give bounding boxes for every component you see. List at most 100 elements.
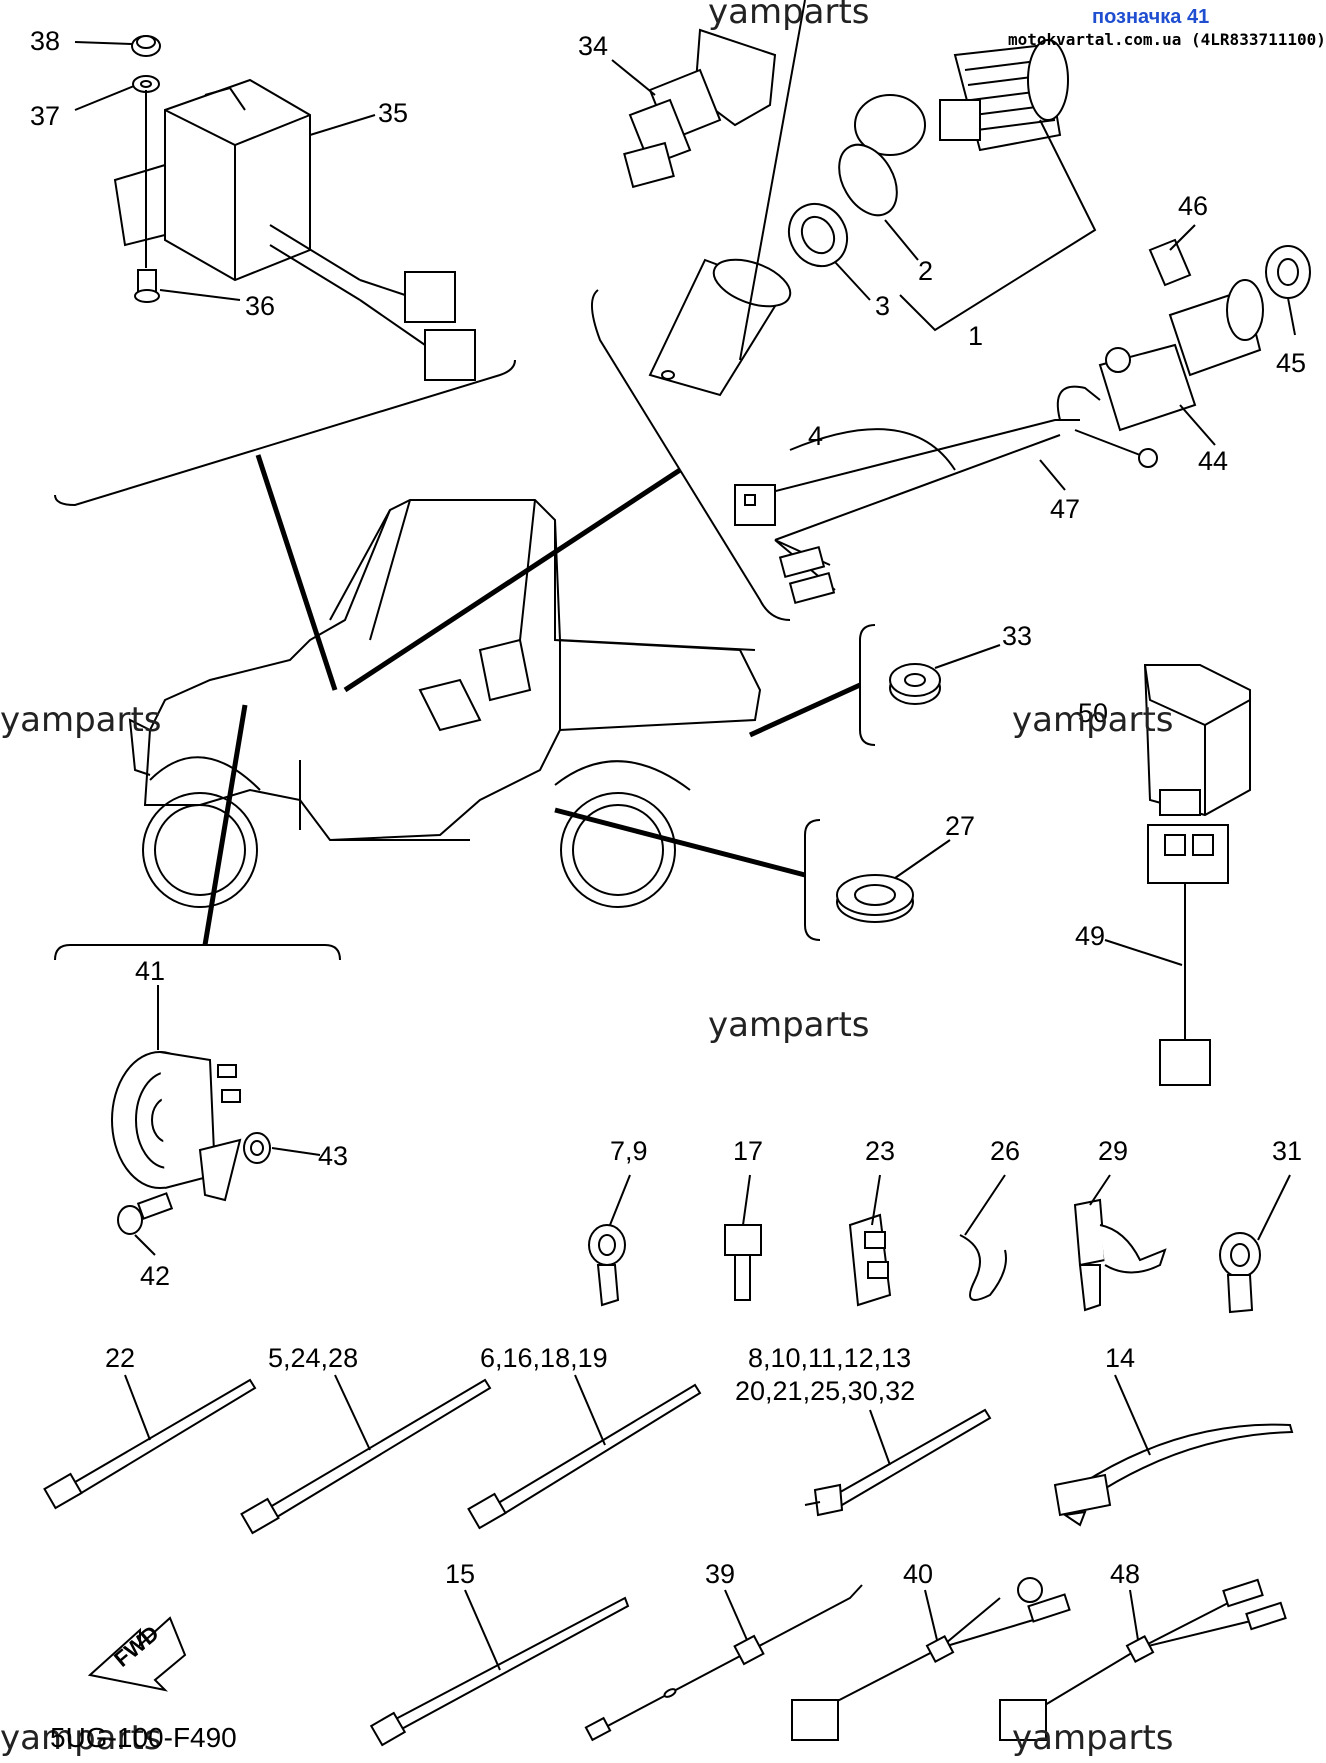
label-38: 38 — [30, 26, 60, 56]
part-15-tie — [369, 1596, 630, 1747]
part-4-boot — [648, 258, 792, 397]
part-23-holder — [848, 1213, 892, 1307]
leader-34 — [611, 59, 656, 96]
label-35: 35 — [378, 98, 408, 128]
label-14: 14 — [1105, 1343, 1135, 1373]
watermark: yamparts — [708, 0, 870, 32]
part-50-relay — [1143, 664, 1251, 817]
part-6-16-18-19-tie — [467, 1383, 702, 1530]
part-40-lead — [791, 1577, 1071, 1741]
leader-44 — [1179, 404, 1216, 446]
part-41-horn — [111, 1051, 242, 1202]
leader-39 — [724, 1589, 748, 1641]
part-5-24-28-tie — [240, 1378, 492, 1535]
label-33: 33 — [1002, 621, 1032, 651]
leader-7-9 — [609, 1174, 631, 1226]
bracket-top-left — [54, 359, 516, 507]
leader-35 — [309, 114, 376, 136]
part-17-clip — [724, 1224, 762, 1301]
label-41: 41 — [135, 956, 165, 986]
label-40: 40 — [903, 1559, 933, 1589]
leader-17 — [742, 1174, 751, 1226]
bracket-27 — [804, 819, 821, 941]
label-3: 3 — [875, 291, 890, 321]
label-27: 27 — [945, 811, 975, 841]
leader-5-24-28 — [334, 1374, 371, 1451]
leader-31 — [1257, 1174, 1291, 1241]
label-23: 23 — [865, 1136, 895, 1166]
label-6-16-18-19: 6,16,18,19 — [480, 1343, 608, 1373]
leader-27-to-vehicle — [554, 807, 806, 878]
label-4: 4 — [808, 421, 823, 451]
watermark: yamparts — [0, 700, 162, 740]
header-badge: позначка 41 — [1092, 6, 1210, 28]
bracket-41 — [54, 944, 341, 961]
diagram-code: 5UG-100-F490 — [50, 1722, 237, 1753]
part-7-9-clamp — [588, 1224, 626, 1307]
label-5-24-28: 5,24,28 — [268, 1343, 358, 1373]
leader-47 — [1039, 459, 1066, 491]
leader-3 — [834, 261, 871, 301]
part-39-lead — [584, 1584, 863, 1742]
leader-42 — [134, 1234, 156, 1256]
label-37: 37 — [30, 101, 60, 131]
part-1-socket — [939, 39, 1069, 152]
label-17: 17 — [733, 1136, 763, 1166]
label-49: 49 — [1075, 921, 1105, 951]
part-46-label — [1148, 238, 1192, 287]
leader-41-to-vehicle — [202, 704, 248, 946]
leader-14 — [1114, 1374, 1151, 1456]
label-2: 2 — [918, 256, 933, 286]
label-15: 15 — [445, 1559, 475, 1589]
label-26: 26 — [990, 1136, 1020, 1166]
part-44-switch — [1098, 279, 1264, 432]
bracket-33 — [859, 624, 876, 746]
label-47: 47 — [1050, 494, 1080, 524]
part-29-clamp — [1073, 1198, 1167, 1312]
part-3-nut — [787, 202, 849, 268]
leader-38 — [74, 41, 133, 45]
part-8-tie — [804, 1408, 992, 1517]
leader-33-to-vehicle — [748, 682, 862, 738]
label-50: 50 — [1078, 698, 1108, 728]
part-22-tie — [43, 1378, 257, 1510]
leader-4 — [739, 0, 806, 361]
leader-27 — [894, 839, 951, 879]
leader-49 — [1104, 939, 1183, 966]
leader-29 — [1089, 1174, 1111, 1206]
part-34-switch — [623, 28, 777, 189]
part-43-nut — [243, 1132, 271, 1164]
part-48-lead — [999, 1578, 1287, 1741]
part-33-grommet — [889, 663, 941, 705]
label-43: 43 — [318, 1141, 348, 1171]
label-34: 34 — [578, 31, 608, 61]
leader-1 — [899, 119, 1097, 332]
label-42: 42 — [140, 1261, 170, 1291]
leader-40 — [924, 1589, 938, 1641]
leader-15 — [464, 1589, 501, 1671]
label-31: 31 — [1272, 1136, 1302, 1166]
part-42-bolt — [117, 1192, 174, 1235]
leader-35-to-vehicle — [255, 454, 338, 691]
part-47-harness — [734, 385, 1158, 605]
leader-33 — [934, 644, 1001, 669]
leader-26 — [964, 1174, 1006, 1236]
watermark: yamparts — [0, 1718, 162, 1758]
leader-43 — [271, 1147, 321, 1156]
label-22: 22 — [105, 1343, 135, 1373]
leader-8 — [869, 1409, 891, 1466]
leader-47-to-vehicle — [343, 467, 682, 693]
part-38-nut — [131, 35, 161, 57]
label-36: 36 — [245, 291, 275, 321]
label-8-line1: 8,10,11,12,13 — [748, 1343, 911, 1373]
label-8-line2: 20,21,25,30,32 — [735, 1376, 915, 1406]
vehicle-drawing — [128, 499, 762, 908]
watermark: yamparts — [708, 1005, 870, 1045]
leader-2 — [884, 219, 919, 261]
leader-6-16-18-19 — [574, 1374, 606, 1446]
leader-36 — [159, 289, 241, 301]
header-site: motokvartal.com.ua (4LR833711100) — [1008, 30, 1326, 49]
leader-46 — [1169, 224, 1196, 251]
label-48: 48 — [1110, 1559, 1140, 1589]
part-2-cap — [838, 94, 926, 217]
